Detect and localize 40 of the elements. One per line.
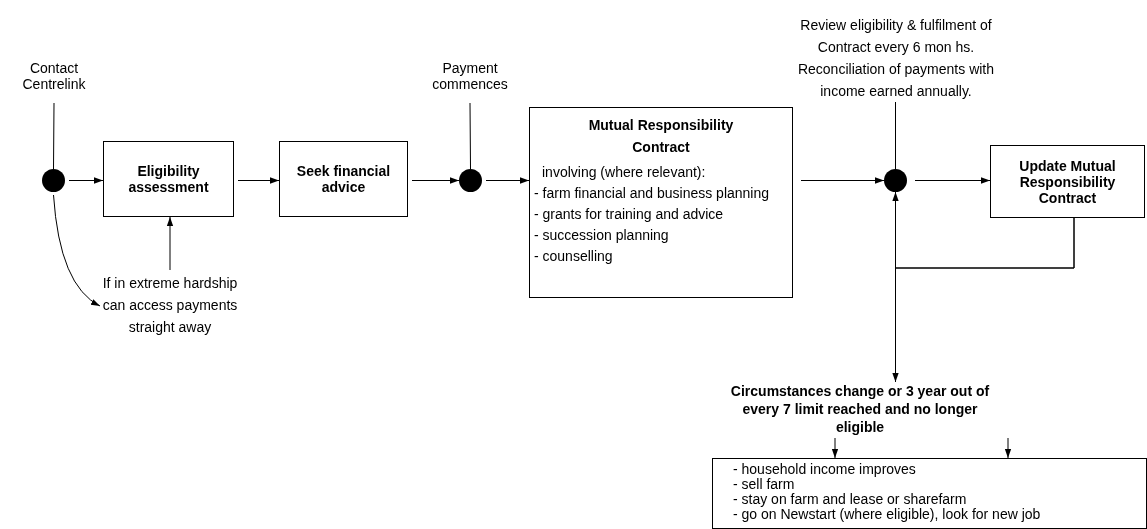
list-item: - stay on farm and lease or sharefarm xyxy=(733,492,968,507)
arrow xyxy=(914,177,991,184)
process-box xyxy=(529,107,793,298)
connector-line xyxy=(469,102,471,170)
list-item: - go on Newstart (where eligible), look for new job xyxy=(733,507,1042,522)
note-text: Review eligibility & fulfilment of Contract every 6 mon hs. Reconciliation of payments with income earned annually. xyxy=(783,14,1009,102)
process-box xyxy=(990,145,1145,218)
arrow xyxy=(166,216,174,271)
arrow xyxy=(53,194,101,307)
list-item: - farm financial and business planning xyxy=(534,184,771,203)
step-label: Contact Centrelink xyxy=(13,60,95,100)
list-item: - grants for training and advice xyxy=(534,205,725,224)
box-title: Mutual Responsibility Contract xyxy=(587,116,735,157)
arrow xyxy=(68,177,104,184)
box-title: Eligibility assessment xyxy=(127,163,210,195)
outcome-box xyxy=(712,458,1147,529)
list-item: - succession planning xyxy=(534,226,670,245)
step-label: Payment commences xyxy=(420,60,520,100)
box-title: Seek financial advice xyxy=(295,163,392,195)
process-box xyxy=(103,141,234,217)
junction-dot xyxy=(884,169,907,192)
note-text: If in extreme hardship can access payments straight away xyxy=(100,272,240,360)
list-item: - sell farm xyxy=(733,477,796,492)
arrow xyxy=(831,437,839,459)
arrow xyxy=(1004,437,1012,459)
junction-dot xyxy=(459,169,482,192)
arrow xyxy=(237,177,280,184)
condition-text: Circumstances change or 3 year out of every 7 limit reached and no longer eligible xyxy=(722,382,998,436)
arrow xyxy=(485,177,530,184)
connector-line xyxy=(895,101,896,170)
arrow xyxy=(800,177,885,184)
junction-dot xyxy=(42,169,65,192)
arrow xyxy=(892,217,1075,383)
connector-line xyxy=(53,102,55,170)
box-title: Update Mutual Responsibility Contract xyxy=(1018,157,1117,206)
list-item: - household income improves xyxy=(733,462,917,477)
list-item: - counselling xyxy=(534,247,614,266)
arrow xyxy=(411,177,460,184)
process-box xyxy=(279,141,408,217)
box-text: involving (where relevant): xyxy=(541,163,707,182)
